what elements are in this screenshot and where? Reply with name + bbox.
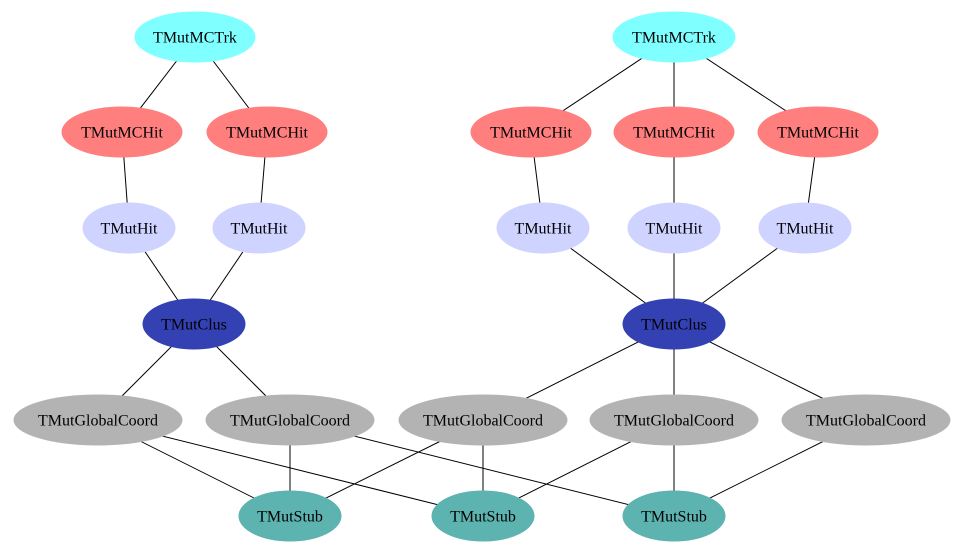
node-ellipse-gc2 <box>205 394 375 446</box>
node-trk2: TMutMCTrk <box>612 11 736 63</box>
node-ellipse-hit5 <box>758 202 852 254</box>
node-ellipse-mch2 <box>206 106 328 158</box>
node-ellipse-clus1 <box>142 298 246 350</box>
node-label-trk1: TMutMCTrk <box>153 30 237 47</box>
node-ellipse-mch5 <box>757 106 879 158</box>
node-label-clus1: TMutClus <box>161 317 227 334</box>
node-ellipse-clus2 <box>622 298 726 350</box>
node-ellipse-mch1 <box>61 106 183 158</box>
node-label-gc4: TMutGlobalCoord <box>614 413 734 430</box>
node-ellipse-trk1 <box>134 11 256 63</box>
node-mch2: TMutMCHit <box>206 106 328 158</box>
node-ellipse-mch4 <box>613 106 735 158</box>
node-label-gc2: TMutGlobalCoord <box>230 413 350 430</box>
node-gc1: TMutGlobalCoord <box>13 394 183 446</box>
node-label-gc5: TMutGlobalCoord <box>806 413 926 430</box>
node-mch4: TMutMCHit <box>613 106 735 158</box>
node-ellipse-gc4 <box>589 394 759 446</box>
node-ellipse-gc5 <box>781 394 951 446</box>
node-hit3: TMutHit <box>496 202 590 254</box>
node-gc3: TMutGlobalCoord <box>398 394 568 446</box>
node-hit5: TMutHit <box>758 202 852 254</box>
node-label-mch4: TMutMCHit <box>633 125 715 142</box>
node-stub2: TMutStub <box>431 490 535 542</box>
node-mch5: TMutMCHit <box>757 106 879 158</box>
node-ellipse-hit2 <box>212 202 306 254</box>
node-label-mch2: TMutMCHit <box>226 125 308 142</box>
node-hit1: TMutHit <box>82 202 176 254</box>
node-gc4: TMutGlobalCoord <box>589 394 759 446</box>
node-ellipse-stub1 <box>238 490 342 542</box>
node-label-hit3: TMutHit <box>515 221 572 238</box>
node-trk1: TMutMCTrk <box>134 11 256 63</box>
node-stub3: TMutStub <box>622 490 726 542</box>
node-label-stub3: TMutStub <box>641 509 707 526</box>
node-ellipse-hit3 <box>496 202 590 254</box>
node-label-mch3: TMutMCHit <box>490 125 572 142</box>
node-ellipse-hit1 <box>82 202 176 254</box>
node-label-hit4: TMutHit <box>646 221 703 238</box>
node-gc5: TMutGlobalCoord <box>781 394 951 446</box>
node-label-trk2: TMutMCTrk <box>632 30 716 47</box>
node-clus2: TMutClus <box>622 298 726 350</box>
node-label-stub1: TMutStub <box>257 509 323 526</box>
node-ellipse-trk2 <box>612 11 736 63</box>
node-ellipse-stub2 <box>431 490 535 542</box>
node-label-clus2: TMutClus <box>641 317 707 334</box>
node-label-mch5: TMutMCHit <box>777 125 859 142</box>
node-gc2: TMutGlobalCoord <box>205 394 375 446</box>
node-label-stub2: TMutStub <box>450 509 516 526</box>
node-label-hit5: TMutHit <box>777 221 834 238</box>
node-ellipse-hit4 <box>627 202 721 254</box>
node-ellipse-mch3 <box>470 106 592 158</box>
node-hit2: TMutHit <box>212 202 306 254</box>
node-ellipse-gc1 <box>13 394 183 446</box>
node-hit4: TMutHit <box>627 202 721 254</box>
node-label-mch1: TMutMCHit <box>81 125 163 142</box>
node-clus1: TMutClus <box>142 298 246 350</box>
node-ellipse-stub3 <box>622 490 726 542</box>
node-label-gc3: TMutGlobalCoord <box>423 413 543 430</box>
node-label-hit2: TMutHit <box>231 221 288 238</box>
node-label-gc1: TMutGlobalCoord <box>38 413 158 430</box>
node-mch1: TMutMCHit <box>61 106 183 158</box>
node-ellipse-gc3 <box>398 394 568 446</box>
node-label-hit1: TMutHit <box>101 221 158 238</box>
node-stub1: TMutStub <box>238 490 342 542</box>
node-mch3: TMutMCHit <box>470 106 592 158</box>
